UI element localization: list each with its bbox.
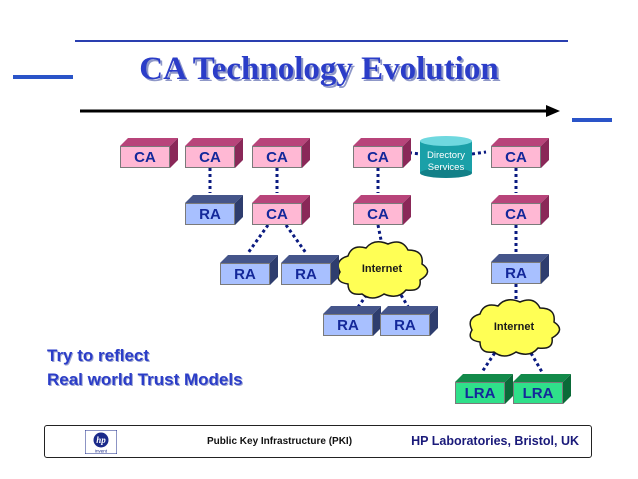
ra-node: RA — [323, 306, 383, 336]
ca-node-label: CA — [491, 146, 541, 168]
ca-node: CA — [353, 138, 413, 168]
ra-node-label: RA — [281, 263, 331, 285]
footer-pki-text: Public Key Infrastructure (PKI) — [207, 436, 353, 447]
directory-cylinder — [420, 136, 472, 178]
top-rule — [75, 40, 568, 42]
hp-logo-text: invent — [95, 449, 108, 454]
ra-node: RA — [380, 306, 440, 336]
body-line-1: Try to reflect — [47, 346, 150, 365]
internet-label-1: Internet — [361, 263, 403, 275]
directory-label-line1: Directory — [426, 150, 465, 161]
ra-node-label: RA — [185, 203, 235, 225]
timeline-arrow — [80, 105, 560, 117]
ca-node-label: CA — [353, 146, 403, 168]
internet-label-2: Internet — [493, 321, 535, 333]
ra-node-label: RA — [380, 314, 430, 336]
ca-node: CA — [491, 195, 551, 225]
hp-logo-icon: hp invent — [85, 430, 117, 454]
ca-node-label: CA — [353, 203, 403, 225]
lra-node: LRA — [513, 374, 573, 404]
ra-node-label: RA — [323, 314, 373, 336]
ra-node: RA — [185, 195, 245, 225]
ca-node-label: CA — [120, 146, 170, 168]
slide-title: CA Technology Evolution — [139, 51, 499, 87]
body-line-2: Real world Trust Models — [47, 370, 243, 389]
ca-node: CA — [252, 195, 312, 225]
ca-node: CA — [185, 138, 245, 168]
ca-node-label: CA — [491, 203, 541, 225]
ca-node-label: CA — [252, 203, 302, 225]
lra-node: LRA — [455, 374, 515, 404]
ra-node-label: RA — [220, 263, 270, 285]
internet-cloud-1 — [337, 241, 429, 299]
ca-node: CA — [491, 138, 551, 168]
slide-footer: hp invent Public Key Infrastructure (PKI… — [44, 425, 592, 458]
lra-node-label: LRA — [455, 382, 505, 404]
ra-node: RA — [281, 255, 341, 285]
svg-text:hp: hp — [96, 435, 106, 445]
ca-node: CA — [353, 195, 413, 225]
footer-lab-text: HP Laboratories, Bristol, UK — [411, 434, 579, 448]
decorative-bar-left — [13, 75, 73, 79]
ra-node-label: RA — [491, 262, 541, 284]
directory-label: Directory Services — [420, 150, 472, 174]
ca-node-label: CA — [185, 146, 235, 168]
directory-label-line2: Services — [427, 162, 465, 173]
ra-node: RA — [220, 255, 280, 285]
ca-node: CA — [252, 138, 312, 168]
ra-node: RA — [491, 254, 551, 284]
ca-node-label: CA — [252, 146, 302, 168]
internet-cloud-2 — [469, 299, 561, 357]
decorative-bar-right — [572, 118, 612, 122]
lra-node-label: LRA — [513, 382, 563, 404]
ca-node: CA — [120, 138, 180, 168]
